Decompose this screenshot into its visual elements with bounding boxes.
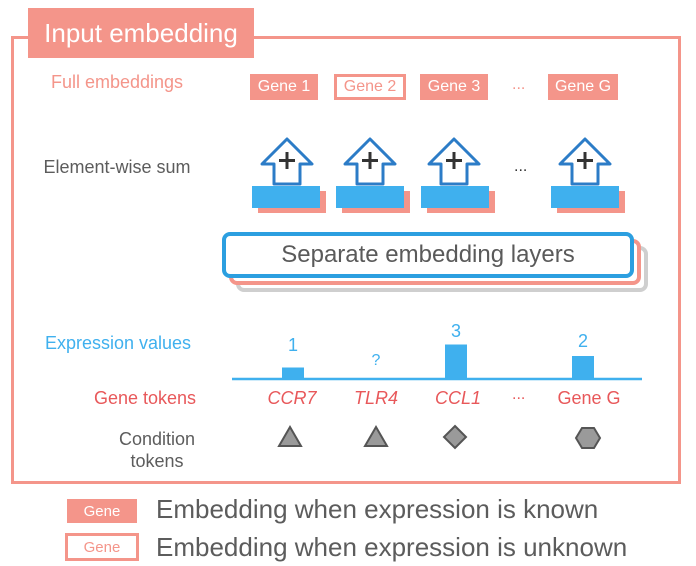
gene-chip-1: Gene 1: [250, 74, 318, 100]
legend-text-known: Embedding when expression is known: [156, 494, 599, 524]
expression-label-3: 3: [450, 321, 461, 341]
input-embedding-frame: [11, 36, 681, 484]
row-label-condition-tokens: Condition tokens: [118, 429, 196, 471]
condition-triangle-icon: [277, 425, 303, 447]
sum-column-3: [421, 137, 495, 213]
row-label-expression-values: Expression values: [44, 333, 192, 353]
gene-chip-3: Gene 3: [420, 74, 488, 100]
panel-title: Input embedding: [28, 8, 254, 58]
row-label-gene-tokens: Gene tokens: [93, 388, 197, 408]
expression-bars: [282, 344, 594, 379]
ellipsis-tokens: ...: [512, 386, 526, 403]
legend-chip-known: Gene: [67, 499, 137, 523]
gene-token-3: CCL1: [434, 388, 482, 408]
gene-token-2: TLR4: [353, 388, 398, 408]
condition-hexagon-icon: [574, 427, 602, 449]
embedding-block: [551, 186, 619, 208]
expression-bar: [445, 344, 467, 379]
ellipsis-sum: ...: [514, 158, 528, 175]
row-label-element-wise-sum: Element-wise sum: [43, 157, 191, 177]
gene-token-1: CCR7: [267, 388, 317, 408]
gene-chip-g: Gene G: [548, 74, 618, 100]
legend-text-unknown: Embedding when expression is unknown: [156, 532, 628, 562]
expression-bar: [572, 356, 594, 379]
gene-token-g: Gene G: [557, 388, 621, 408]
expression-label-1: 1: [287, 335, 298, 355]
row-label-full-embeddings: Full embeddings: [50, 72, 184, 92]
embedding-block: [252, 186, 320, 208]
embedding-block: [336, 186, 404, 208]
separate-embedding-layers: Separate embedding layers: [222, 232, 634, 278]
sum-column-g: [551, 137, 625, 213]
sum-column-1: [252, 137, 326, 213]
condition-triangle-icon: [363, 425, 389, 447]
gene-chip-2: Gene 2: [334, 74, 406, 100]
expression-bar: [282, 367, 304, 379]
expression-label-g: 2: [577, 331, 588, 351]
condition-diamond-icon: [442, 424, 468, 450]
legend-chip-unknown: Gene: [65, 533, 139, 561]
sum-column-2: [336, 137, 410, 213]
expression-label-2: ?: [371, 352, 381, 369]
embedding-block: [421, 186, 489, 208]
ellipsis-chips: ...: [512, 76, 526, 93]
